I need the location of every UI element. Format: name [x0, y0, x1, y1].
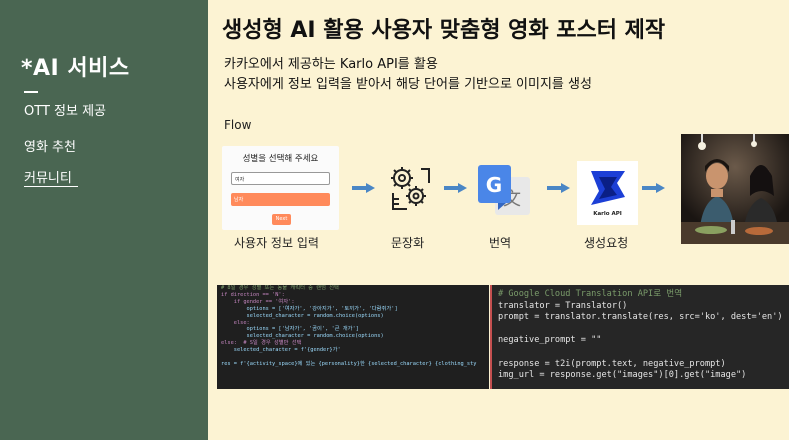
code-line: # 8일 경우 성별 또는 동물 캐릭터 중 랜덤 선택 [221, 285, 339, 291]
sidebar-title: *AI 서비스 [21, 56, 130, 81]
code-panel-character-selection: # 8일 경우 성별 또는 동물 캐릭터 중 랜덤 선택 if directio… [217, 285, 489, 389]
code-line: options = ['남자가', '곰이', '큰 개가'] [221, 326, 359, 333]
user-input-form-preview: 성별을 선택해 주세요 여자 남자 Next [222, 146, 339, 230]
code-line: negative_prompt = "" [498, 335, 602, 346]
code-line: translator = Translator() [498, 300, 628, 311]
code-line: if gender == '여자': [221, 298, 295, 305]
code-line: prompt = translator.translate(res, src='… [498, 312, 783, 323]
main-content: 생성형 AI 활용 사용자 맞춤형 영화 포스터 제작 카카오에서 제공하는 K… [208, 0, 789, 440]
step-label-translate: 번역 [489, 236, 512, 250]
code-line: response = t2i(prompt.text, negative_pro… [498, 358, 726, 369]
step-label-sentence: 문장화 [391, 236, 425, 250]
karlo-api-logo: Karlo API [577, 161, 638, 225]
step-label-user-input: 사용자 정보 입력 [234, 236, 319, 250]
code-line [498, 347, 783, 359]
gender-select: 남자 [231, 193, 330, 206]
description-line-1: 카카오에서 제공하는 Karlo API를 활용 [224, 57, 438, 72]
code-line: selected_character = f'{gender}가' [221, 347, 341, 354]
sidebar-item-ott-info[interactable]: OTT 정보 제공 [24, 104, 106, 119]
code-line: else: # S일 경우 성별만 선택 [221, 340, 302, 347]
arrow-right-icon [352, 183, 375, 193]
code-line [498, 324, 783, 336]
code-line: selected_character = random.choice(optio… [221, 333, 384, 340]
karlo-api-label: Karlo API [593, 211, 622, 217]
sidebar-item-movie-recommend[interactable]: 영화 추천 [24, 140, 76, 155]
sidebar-divider [24, 91, 38, 93]
code-line: else: [221, 319, 250, 326]
svg-text:G: G [486, 173, 502, 197]
form-title: 성별을 선택해 주세요 [242, 154, 319, 164]
page-title: 생성형 AI 활용 사용자 맞춤형 영화 포스터 제작 [222, 18, 666, 43]
code-line: if direction == 'N': [221, 291, 285, 298]
sidebar: *AI 서비스 OTT 정보 제공 영화 추천 커뮤니티 [0, 0, 208, 440]
google-translate-icon: 文 G [478, 165, 530, 215]
gender-input: 여자 [231, 172, 330, 185]
arrow-right-icon [547, 183, 570, 193]
code-line: res = f'{activity_space}에 있는 {personalit… [221, 360, 477, 367]
gears-document-icon [391, 167, 430, 210]
flow-label: Flow [224, 118, 252, 132]
step-label-generate-request: 생성요청 [584, 236, 629, 250]
karlo-logo-icon [591, 171, 625, 205]
generated-poster-image [681, 134, 789, 244]
code-line: # Google Cloud Translation API로 번역 [498, 289, 683, 299]
arrow-right-icon [444, 183, 467, 193]
code-line [221, 354, 485, 361]
code-line: img_url = response.get("images")[0].get(… [498, 370, 747, 381]
active-item-underline [24, 186, 78, 187]
arrow-right-icon [642, 183, 665, 193]
description-line-2: 사용자에게 정보 입력을 받아서 해당 단어를 기반으로 이미지를 생성 [224, 77, 592, 92]
code-panel-translation: # Google Cloud Translation API로 번역 trans… [490, 285, 789, 389]
code-line: options = ['여자가', '강아지가', '토끼가', '다람쥐가'] [221, 305, 398, 312]
code-line: selected_character = random.choice(optio… [221, 312, 384, 319]
next-button: Next [272, 214, 291, 225]
sidebar-item-community[interactable]: 커뮤니티 [24, 171, 72, 186]
